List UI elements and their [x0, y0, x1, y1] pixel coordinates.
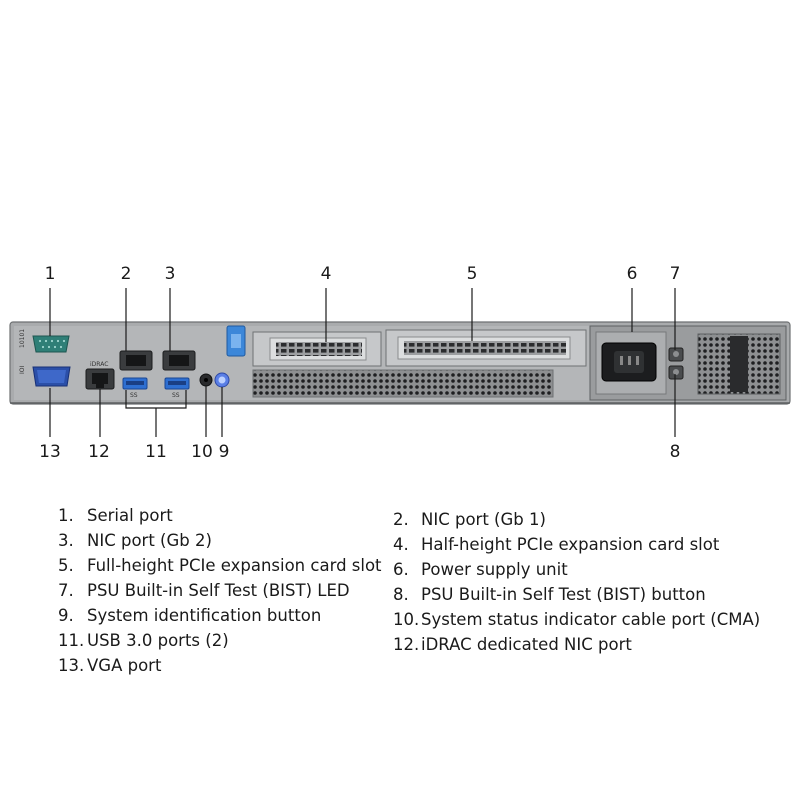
legend-item-5: 5. Full-height PCIe expansion card slot: [58, 556, 382, 575]
legend-text: Power supply unit: [421, 560, 568, 579]
legend-num: 10.: [393, 610, 420, 629]
system-id-button[interactable]: [214, 372, 230, 388]
vent-grille: [252, 369, 554, 398]
legend-text: Serial port: [87, 506, 173, 525]
legend-item-4: 4. Half-height PCIe expansion card slot: [393, 535, 719, 554]
legend-text: iDRAC dedicated NIC port: [421, 635, 632, 654]
legend-text: System identification button: [87, 606, 322, 625]
legend-text: Full-height PCIe expansion card slot: [87, 556, 382, 575]
psu-bist-button[interactable]: [668, 365, 684, 380]
vga-port-label: IOI: [19, 366, 26, 374]
callout-11: 11: [145, 442, 167, 462]
legend-item-2: 2. NIC port (Gb 1): [393, 510, 546, 529]
serial-port[interactable]: [32, 335, 70, 353]
callout-9: 9: [219, 442, 230, 462]
serial-port-label: 10101: [19, 329, 26, 348]
psu-fan-grille: [697, 333, 781, 395]
usb-port-1[interactable]: [122, 377, 148, 390]
legend-text: VGA port: [87, 656, 162, 675]
usb-port-2[interactable]: [164, 377, 190, 390]
legend-item-3: 3. NIC port (Gb 2): [58, 531, 212, 550]
legend-num: 9.: [58, 606, 74, 625]
legend-item-12: 12. iDRAC dedicated NIC port: [393, 635, 632, 654]
legend-text: PSU Built-in Self Test (BIST) button: [421, 585, 706, 604]
legend-text: Half-height PCIe expansion card slot: [421, 535, 720, 554]
nic-port-gb2[interactable]: [162, 350, 196, 371]
half-height-pcie-slot[interactable]: [252, 331, 382, 367]
callout-7: 7: [670, 264, 681, 284]
callout-8: 8: [670, 442, 681, 462]
legend-item-9: 9. System identification button: [58, 606, 321, 625]
callout-13: 13: [39, 442, 61, 462]
legend-num: 11.: [58, 631, 85, 650]
riser-latch[interactable]: [226, 325, 246, 357]
psu-bist-led: [668, 347, 684, 362]
legend-num: 5.: [58, 556, 74, 575]
idrac-label: iDRAC: [90, 361, 108, 368]
callout-10: 10: [191, 442, 213, 462]
legend-item-6: 6. Power supply unit: [393, 560, 568, 579]
callout-5: 5: [467, 264, 478, 284]
legend-item-1: 1. Serial port: [58, 506, 173, 525]
legend-num: 7.: [58, 581, 74, 600]
legend-num: 12.: [393, 635, 420, 654]
legend-num: 8.: [393, 585, 409, 604]
legend-item-8: 8. PSU Built-in Self Test (BIST) button: [393, 585, 706, 604]
power-inlet[interactable]: [601, 342, 657, 382]
legend-num: 13.: [58, 656, 85, 675]
usb-port-1-label: SS: [130, 392, 138, 399]
legend-text: NIC port (Gb 1): [421, 510, 546, 529]
legend-text: PSU Built-in Self Test (BIST) LED: [87, 581, 350, 600]
legend-item-7: 7. PSU Built-in Self Test (BIST) LED: [58, 581, 350, 600]
legend-num: 1.: [58, 506, 74, 525]
legend-num: 2.: [393, 510, 409, 529]
nic-port-gb1[interactable]: [119, 350, 153, 371]
vga-port[interactable]: [32, 366, 71, 387]
legend-num: 6.: [393, 560, 409, 579]
legend-text: USB 3.0 ports (2): [87, 631, 229, 650]
legend-item-10: 10. System status indicator cable port (…: [393, 610, 760, 629]
callout-4: 4: [321, 264, 332, 284]
callout-6: 6: [627, 264, 638, 284]
callout-12: 12: [88, 442, 110, 462]
legend-text: NIC port (Gb 2): [87, 531, 212, 550]
callout-3: 3: [165, 264, 176, 284]
legend-item-11: 11. USB 3.0 ports (2): [58, 631, 229, 650]
legend-text: System status indicator cable port (CMA): [421, 610, 761, 629]
full-height-pcie-slot[interactable]: [385, 329, 587, 367]
callout-1: 1: [45, 264, 56, 284]
callout-leaders: [49, 288, 676, 437]
usb-port-2-label: SS: [172, 392, 180, 399]
legend-num: 4.: [393, 535, 409, 554]
callout-2: 2: [121, 264, 132, 284]
legend-num: 3.: [58, 531, 74, 550]
legend-item-13: 13. VGA port: [58, 656, 161, 675]
